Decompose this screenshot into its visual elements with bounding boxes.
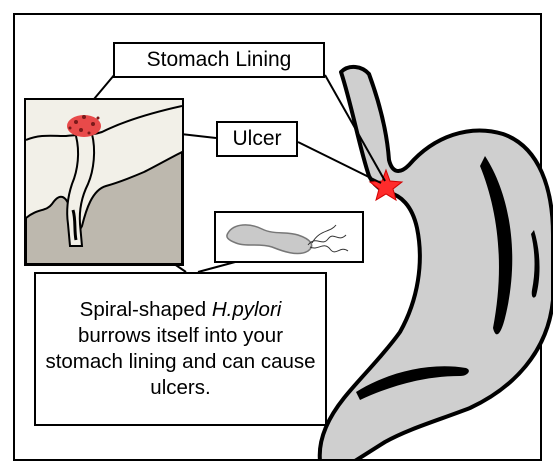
h-pylori-icon: [216, 213, 362, 261]
stomach-lining-text: Stomach Lining: [147, 48, 292, 72]
species-name: H.pylori: [212, 298, 282, 321]
magnified-lining-inset: [24, 98, 184, 266]
bacterium-image: [214, 211, 364, 263]
description-box: Spiral-shaped H.pylori burrows itself in…: [34, 272, 327, 426]
stomach-lining-label: Stomach Lining: [113, 42, 325, 78]
ulcer-label: Ulcer: [216, 121, 298, 157]
lining-surface-line: [26, 106, 182, 140]
description-part1: Spiral-shaped: [80, 298, 212, 321]
bacterium-flagella: [308, 225, 348, 252]
ulcer-blob-icon: [67, 115, 101, 137]
inset-drawing: [26, 100, 182, 264]
description-part2: burrows itself into your stomach lining …: [45, 324, 315, 399]
bacterium-body: [227, 225, 312, 254]
ulcer-text: Ulcer: [232, 127, 281, 151]
tissue-layer: [26, 152, 182, 264]
description-text: Spiral-shaped H.pylori burrows itself in…: [42, 297, 319, 401]
